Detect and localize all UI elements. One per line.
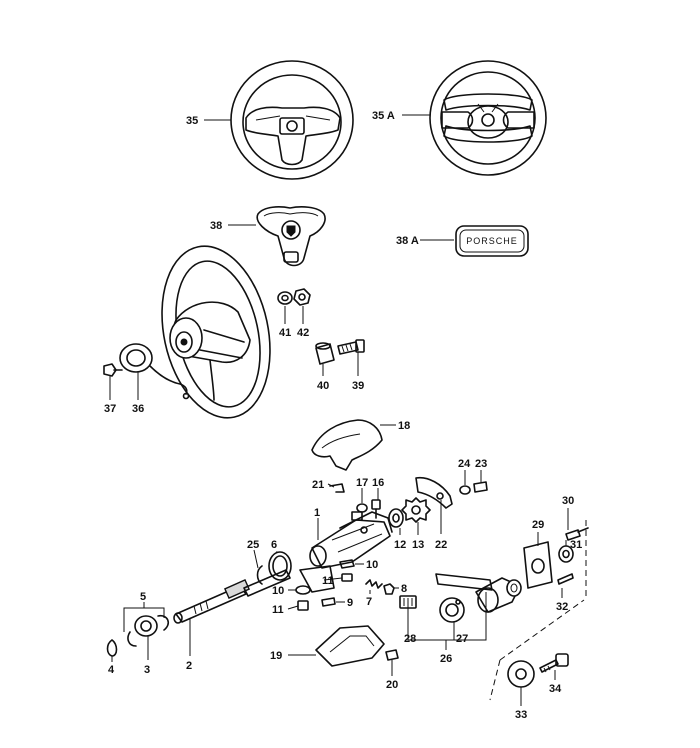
steering-wheel-35a	[429, 60, 547, 176]
label-36: 36	[132, 403, 144, 415]
steering-shaft-2	[173, 569, 291, 624]
label-26: 26	[440, 653, 452, 665]
label-7: 7	[366, 596, 372, 608]
label-11-upper: 11	[322, 575, 334, 587]
label-5: 5	[140, 591, 146, 603]
label-34: 34	[549, 683, 562, 695]
label-2: 2	[186, 660, 192, 672]
label-39: 39	[352, 380, 364, 392]
leader-lines	[109, 114, 587, 706]
column-housing-1	[299, 511, 393, 593]
label-8: 8	[401, 583, 407, 595]
ignition-switch-27	[439, 597, 465, 623]
part-labels: 35 35 A 38 38 A 41 42 40 39 37 36 18 21 …	[104, 110, 582, 721]
label-1: 1	[314, 507, 320, 519]
contact-ring-36	[119, 343, 190, 400]
column-cover-upper-18	[311, 419, 383, 471]
label-19: 19	[270, 650, 282, 662]
ring-6	[268, 551, 292, 581]
nut-11-lower	[297, 600, 309, 611]
label-9: 9	[347, 597, 353, 609]
clip-21	[329, 483, 345, 493]
label-30: 30	[562, 495, 574, 507]
label-33: 33	[515, 709, 527, 721]
label-38a: 38 A	[396, 235, 419, 247]
label-22: 22	[435, 539, 447, 551]
washer-17	[356, 503, 368, 513]
label-10-lower: 10	[272, 585, 284, 597]
label-23: 23	[475, 458, 487, 470]
bushing-12	[388, 508, 404, 528]
screw-20	[385, 649, 399, 661]
steering-wheel-assembly	[161, 245, 271, 419]
circlip-4	[106, 639, 118, 657]
label-40: 40	[317, 380, 329, 392]
label-35: 35	[186, 115, 198, 127]
label-41: 41	[279, 327, 291, 339]
label-18: 18	[398, 420, 410, 432]
label-11-lower: 11	[272, 604, 284, 616]
label-29: 29	[532, 519, 544, 531]
label-37: 37	[104, 403, 116, 415]
lock-washer-13	[401, 497, 431, 523]
ignition-lock-housing	[435, 573, 522, 613]
label-10-upper: 10	[366, 559, 378, 571]
label-35a: 35 A	[372, 110, 395, 122]
bracket-22	[415, 476, 453, 509]
screw-10-lower	[295, 585, 311, 595]
spring-7	[365, 579, 383, 589]
washer-41	[277, 291, 293, 305]
label-24: 24	[458, 458, 471, 470]
bolt-39	[337, 339, 365, 355]
screw-23	[473, 481, 488, 493]
column-cover-lower-19	[315, 625, 385, 667]
label-12: 12	[394, 539, 406, 551]
washer-24	[459, 485, 471, 495]
porsche-logo-text: PORSCHE	[466, 236, 518, 246]
screw-30	[565, 527, 589, 541]
pin-32	[557, 573, 574, 585]
nut-42	[293, 288, 311, 306]
label-21: 21	[312, 479, 324, 491]
screw-9	[321, 597, 336, 607]
circlip-25	[256, 565, 263, 585]
label-13: 13	[412, 539, 424, 551]
label-3: 3	[144, 664, 150, 676]
bearing-3	[127, 614, 170, 647]
nut-11-upper	[341, 573, 353, 582]
label-25: 25	[247, 539, 259, 551]
plate-29	[523, 541, 553, 589]
label-38: 38	[210, 220, 222, 232]
horn-pad-38a: PORSCHE	[455, 225, 529, 257]
nut-8	[383, 583, 395, 595]
label-16: 16	[372, 477, 384, 489]
label-20: 20	[386, 679, 398, 691]
label-32: 32	[556, 601, 568, 613]
label-17: 17	[356, 477, 368, 489]
label-6: 6	[271, 539, 277, 551]
screw-37	[103, 363, 123, 377]
rosette-33	[507, 660, 535, 688]
sleeve-40	[315, 342, 335, 365]
label-27: 27	[456, 633, 468, 645]
steering-wheel-35	[230, 60, 354, 180]
label-42: 42	[297, 327, 309, 339]
label-31: 31	[570, 539, 582, 551]
horn-pad-38	[256, 206, 326, 267]
key-34	[539, 653, 569, 673]
label-28: 28	[404, 633, 416, 645]
screw-10-upper	[339, 559, 355, 569]
label-4: 4	[108, 664, 115, 676]
